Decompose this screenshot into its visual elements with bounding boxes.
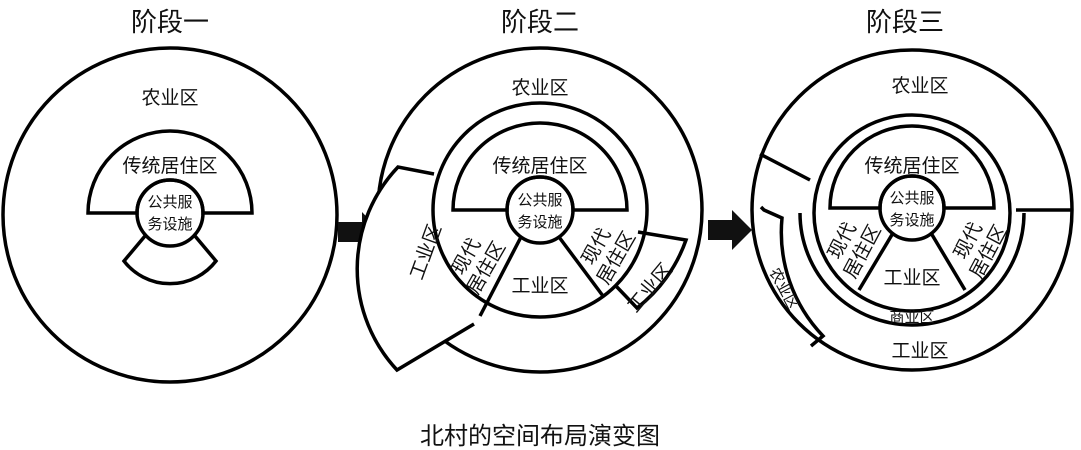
- stage-3-inner-ring: [812, 113, 1012, 313]
- stage-2-public-label-1: 公共服: [517, 191, 562, 209]
- stage-1-title: 阶段一: [131, 8, 209, 38]
- stage-2-industrial-center-label: 工业区: [511, 275, 568, 297]
- stage-3-divider-left: [857, 232, 895, 291]
- stage-3-agriculture-band: [759, 205, 826, 348]
- stage-2-industrial-right-sector: [614, 230, 689, 311]
- figure-caption: 北村的空间布局演变图: [420, 422, 660, 450]
- stage-1-public-facility-circle: [135, 178, 205, 248]
- stage-3-public-label-1: 公共服: [889, 189, 934, 207]
- stage-3-industrial-center-label: 工业区: [883, 267, 940, 289]
- stage-3-residential-label: 传统居住区: [864, 155, 959, 177]
- stage-1-lower-wedge: [121, 234, 219, 286]
- stage-2: 阶段二 农业区 传统居住区 公共服 务设施 现代 居住区 现代 居住区 工业区 …: [355, 8, 704, 374]
- stage-3-title: 阶段三: [866, 8, 944, 38]
- arrow-2-icon: [708, 210, 752, 250]
- stage-3-agri-divider-top: [759, 152, 811, 182]
- stage-2-industrial-left-sector: [355, 165, 475, 373]
- stage-2-divider-right: [557, 235, 605, 298]
- stage-3: 阶段三 农业区 传统居住区 公共服 务设施 现代 居住区 现代 居住区 工业区 …: [750, 8, 1074, 372]
- stage-1-agriculture-label: 农业区: [141, 87, 198, 109]
- stage-1-public-label-2: 务设施: [147, 215, 192, 233]
- stage-3-industrial-bottom-label: 工业区: [891, 340, 948, 362]
- stage-2-public-label-2: 务设施: [517, 213, 562, 231]
- stage-2-inner-ring: [431, 101, 649, 319]
- stage-3-commercial-label: 商业区: [889, 308, 934, 326]
- stage-1-residential-label: 传统居住区: [122, 155, 217, 177]
- stage-2-residential-label: 传统居住区: [492, 155, 587, 177]
- stage-3-public-label-2: 务设施: [889, 211, 934, 229]
- stage-2-title: 阶段二: [501, 8, 579, 38]
- stage-1-public-label-1: 公共服: [147, 193, 192, 211]
- stage-2-public-facility-circle: [505, 175, 575, 245]
- stage-1: 阶段一 农业区 传统居住区 公共服 务设施: [1, 8, 339, 384]
- stage-3-commercial-ring: [798, 212, 1026, 327]
- stage-2-agriculture-label: 农业区: [511, 77, 568, 99]
- stage-2-divider-left: [478, 236, 523, 317]
- arrow-2: [708, 210, 752, 250]
- stage-3-public-facility-circle: [878, 174, 946, 242]
- stage-3-agriculture-top-label: 农业区: [891, 75, 948, 97]
- stage-3-divider-right: [929, 232, 967, 291]
- stage-1-outer-circle: [1, 46, 339, 384]
